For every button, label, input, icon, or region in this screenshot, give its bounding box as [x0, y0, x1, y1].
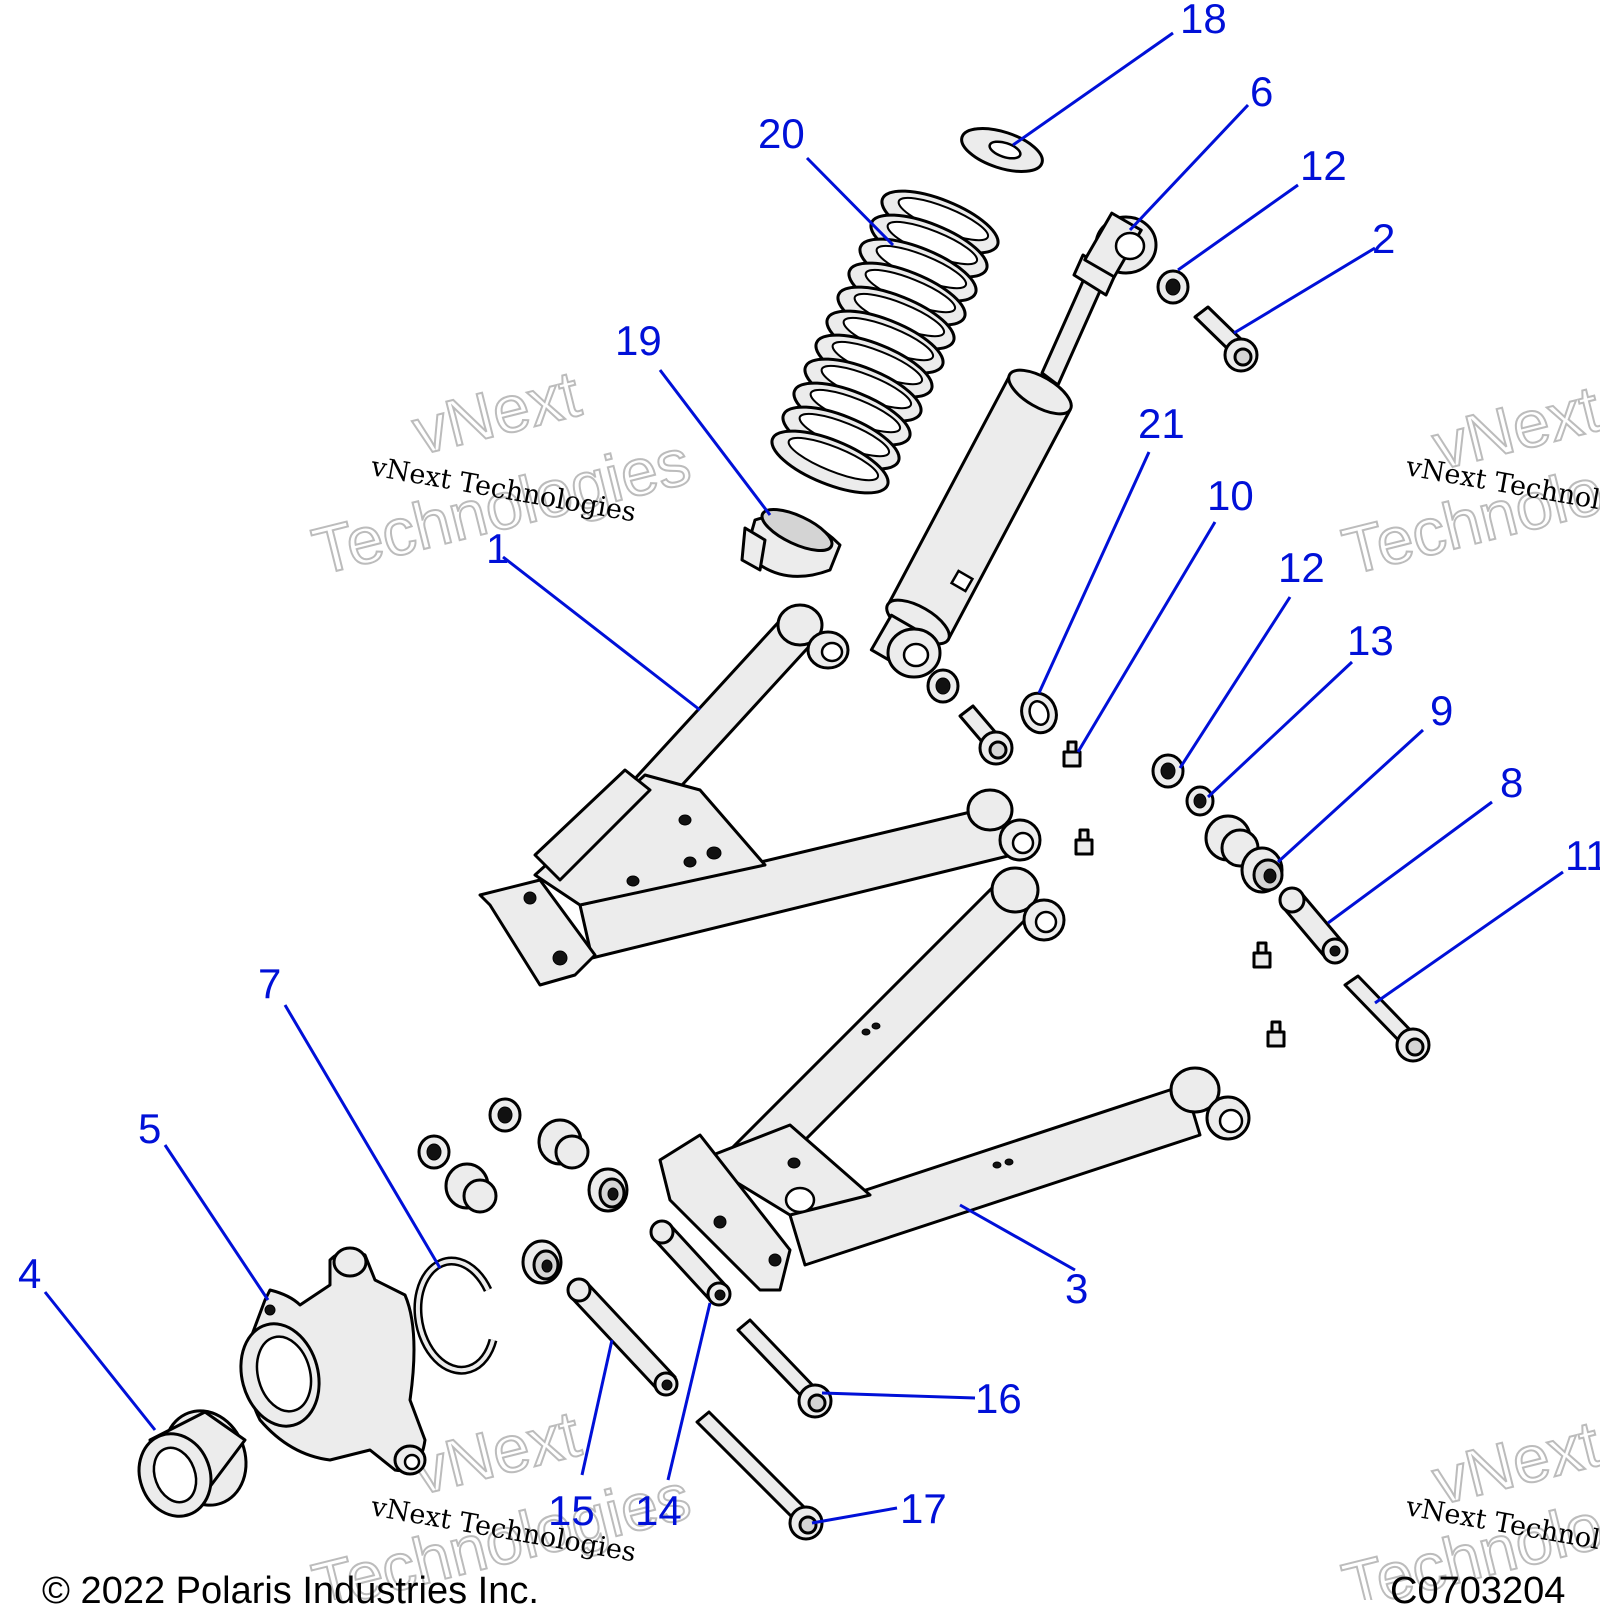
part-grease-fitting-1	[1062, 740, 1082, 768]
callout-8: 8	[1500, 759, 1523, 806]
part-bolt-upper-shock	[1193, 305, 1259, 373]
part-knuckle	[239, 1246, 427, 1476]
callout-9: 9	[1430, 687, 1453, 734]
part-bearing-right	[1240, 846, 1284, 894]
watermark-top-right: vNext Technologies vNext Technologies	[1334, 370, 1600, 590]
part-bushing-cluster	[417, 1097, 629, 1285]
part-grease-fitting-2	[1074, 828, 1094, 856]
callout-13: 13	[1347, 617, 1394, 664]
leader-lines	[43, 31, 1564, 1525]
copyright-notice: © 2022 Polaris Industries Inc.	[42, 1570, 539, 1612]
part-lower-a-arm	[658, 866, 1251, 1292]
part-o-ring	[1020, 691, 1058, 735]
part-washer-right	[1185, 785, 1215, 817]
callout-10: 10	[1207, 472, 1254, 519]
part-wheel-bearing	[137, 1409, 248, 1518]
part-nut-lower-shock	[926, 668, 960, 704]
part-snap-ring	[413, 1256, 498, 1375]
part-bolt-right-long	[1343, 974, 1431, 1063]
callout-5: 5	[138, 1105, 161, 1152]
part-spring-seat	[740, 508, 842, 578]
part-nut-upper-shock	[1156, 269, 1190, 305]
callout-7: 7	[258, 960, 281, 1007]
callout-21: 21	[1138, 400, 1185, 447]
callout-labels: 18 6 12 2 20 19 1 21 10 12 13 9 8 11 7 5…	[18, 0, 1600, 1534]
callout-20: 20	[758, 110, 805, 157]
part-upper-a-arm	[478, 603, 1042, 987]
callout-12b: 12	[1278, 544, 1325, 591]
callout-12a: 12	[1300, 142, 1347, 189]
part-bolt-lower-shock	[958, 704, 1014, 766]
callout-6: 6	[1250, 68, 1273, 115]
part-nut-right	[1151, 753, 1185, 789]
callout-16: 16	[975, 1375, 1022, 1422]
callout-1: 1	[486, 525, 509, 572]
part-grease-fitting-4	[1266, 1020, 1286, 1048]
callout-14: 14	[635, 1487, 682, 1534]
callout-2: 2	[1372, 215, 1395, 262]
svg-text:vNext: vNext	[405, 356, 587, 469]
drawing-code: C0703204	[1390, 1570, 1566, 1612]
part-bolt-16	[736, 1318, 833, 1419]
part-shock-absorber	[869, 211, 1158, 679]
callout-19: 19	[615, 317, 662, 364]
part-grease-fitting-3	[1252, 941, 1272, 969]
callout-11: 11	[1565, 832, 1600, 879]
callout-4: 4	[18, 1250, 41, 1297]
spring-coil-inner	[787, 436, 880, 482]
part-bolt-17	[695, 1410, 824, 1541]
callout-15: 15	[548, 1487, 595, 1534]
part-pivot-tube-15	[566, 1277, 679, 1397]
part-pivot-tube-right	[1278, 886, 1349, 965]
part-pivot-tube-14	[649, 1219, 732, 1307]
callout-18: 18	[1180, 0, 1227, 42]
callout-17: 17	[900, 1485, 947, 1532]
part-coil-spring	[770, 189, 1000, 495]
callout-3: 3	[1065, 1265, 1088, 1312]
